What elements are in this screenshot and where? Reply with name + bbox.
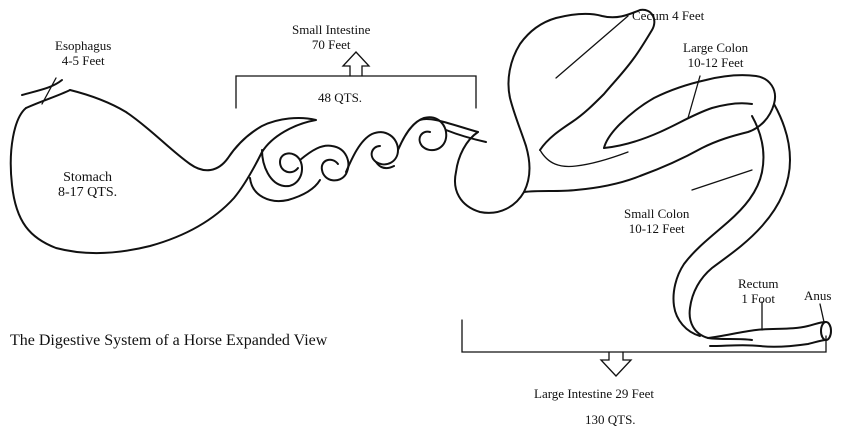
small-colon-measure: 10-12 Feet bbox=[624, 221, 689, 236]
stomach-shape bbox=[11, 90, 316, 253]
esophagus-label: Esophagus 4-5 Feet bbox=[55, 38, 111, 68]
cecum-shape bbox=[455, 10, 654, 213]
small-colon-name: Small Colon bbox=[624, 206, 689, 221]
large-intestine-volume: 130 QTS. bbox=[585, 412, 636, 427]
small-intestine-shape bbox=[250, 117, 486, 201]
large-intestine-label: Large Intestine 29 Feet bbox=[534, 386, 654, 401]
esophagus-measure: 4-5 Feet bbox=[55, 53, 111, 68]
large-colon-inner bbox=[604, 103, 752, 148]
small-colon-label: Small Colon 10-12 Feet bbox=[624, 206, 689, 236]
rectum-name: Rectum bbox=[738, 276, 778, 291]
rectum-shape bbox=[708, 322, 826, 347]
large-colon-name: Large Colon bbox=[683, 40, 748, 55]
stomach-name: Stomach bbox=[58, 170, 117, 185]
small-intestine-volume: 48 QTS. bbox=[318, 90, 362, 105]
small-intestine-label: Small Intestine 70 Feet bbox=[292, 22, 370, 52]
esophagus-name: Esophagus bbox=[55, 38, 111, 53]
esophagus-shape bbox=[22, 80, 70, 108]
cecum-label: Cecum 4 Feet bbox=[632, 8, 704, 23]
cecum-inner-fold bbox=[540, 150, 628, 166]
large-colon-label: Large Colon 10-12 Feet bbox=[683, 40, 748, 70]
esophagus-pointer bbox=[42, 78, 56, 104]
anus-label: Anus bbox=[804, 288, 831, 303]
small-intestine-name: Small Intestine bbox=[292, 22, 370, 37]
anus-pointer bbox=[820, 304, 824, 322]
rectum-measure: 1 Foot bbox=[738, 291, 778, 306]
cecum-pointer bbox=[556, 16, 628, 78]
small-intestine-measure: 70 Feet bbox=[292, 37, 370, 52]
large-colon-measure: 10-12 Feet bbox=[683, 55, 748, 70]
rectum-label: Rectum 1 Foot bbox=[738, 276, 778, 306]
stomach-label: Stomach 8-17 QTS. bbox=[58, 170, 117, 200]
diagram-title: The Digestive System of a Horse Expanded… bbox=[10, 332, 327, 350]
small-colon-pointer bbox=[692, 170, 752, 190]
stomach-measure: 8-17 QTS. bbox=[58, 185, 117, 200]
